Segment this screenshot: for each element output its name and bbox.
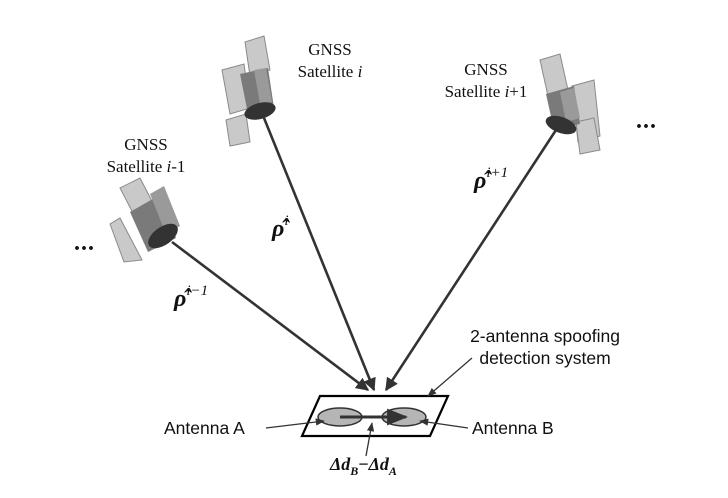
satellite-label-i-minus-1: GNSS Satellite i-1 — [107, 135, 186, 176]
svg-text:Satellite i: Satellite i — [298, 62, 363, 81]
ray-label-i: ρ̂i — [271, 213, 290, 242]
satellite-label-i-plus-1: GNSS Satellite i+1 — [445, 60, 528, 101]
antenna-a-label: Antenna A — [164, 418, 245, 438]
ray-label-superscript: i — [284, 213, 288, 229]
antenna-a-pointer — [265, 418, 325, 429]
satellite-label-offset: +1 — [509, 82, 527, 101]
satellite-label-prefix: Satellite — [298, 62, 358, 81]
ray-i-minus-1 — [171, 240, 370, 392]
satellite-label-index: i — [358, 62, 363, 81]
satellite-label-index: i — [505, 82, 510, 101]
satellite-label-index: i — [167, 157, 172, 176]
ray-label-superscript: i+1 — [486, 165, 508, 181]
ray-label-superscript: i−1 — [186, 283, 208, 299]
satellite-label-prefix: Satellite — [445, 82, 505, 101]
svg-text:Satellite i+1: Satellite i+1 — [445, 82, 528, 101]
ellipsis-left: ... — [74, 230, 95, 256]
antenna-b-pointer — [419, 418, 469, 429]
satellite-label-offset: -1 — [171, 157, 185, 176]
svg-text:Satellite i-1: Satellite i-1 — [107, 157, 186, 176]
ray-i-plus-1 — [384, 129, 558, 392]
satellite-icon-i-plus-1 — [539, 53, 601, 155]
satellite-label-i: GNSS Satellite i — [298, 40, 363, 81]
satellite-label-line1: GNSS — [308, 40, 351, 59]
satellite-label-prefix: Satellite — [107, 157, 167, 176]
antenna-platform — [300, 394, 450, 438]
satellite-icon-i — [221, 35, 276, 147]
baseline-pointer — [365, 422, 375, 457]
system-pointer — [427, 357, 473, 397]
ellipsis-right: ... — [636, 108, 657, 134]
satellite-label-line1: GNSS — [124, 135, 167, 154]
satellite-label-line1: GNSS — [464, 60, 507, 79]
ray-label-i-plus-1: ρ̂i+1 — [473, 165, 508, 194]
ray-i — [262, 117, 376, 392]
antenna-b-label: Antenna B — [472, 418, 554, 438]
system-label-line2: detection system — [479, 348, 610, 368]
ray-label-i-minus-1: ρ̂i−1 — [173, 283, 208, 312]
baseline-difference-label: ΔdB−ΔdA — [329, 454, 397, 478]
system-label-line1: 2-antenna spoofing — [470, 326, 620, 346]
satellite-icon-i-minus-1 — [109, 177, 180, 263]
